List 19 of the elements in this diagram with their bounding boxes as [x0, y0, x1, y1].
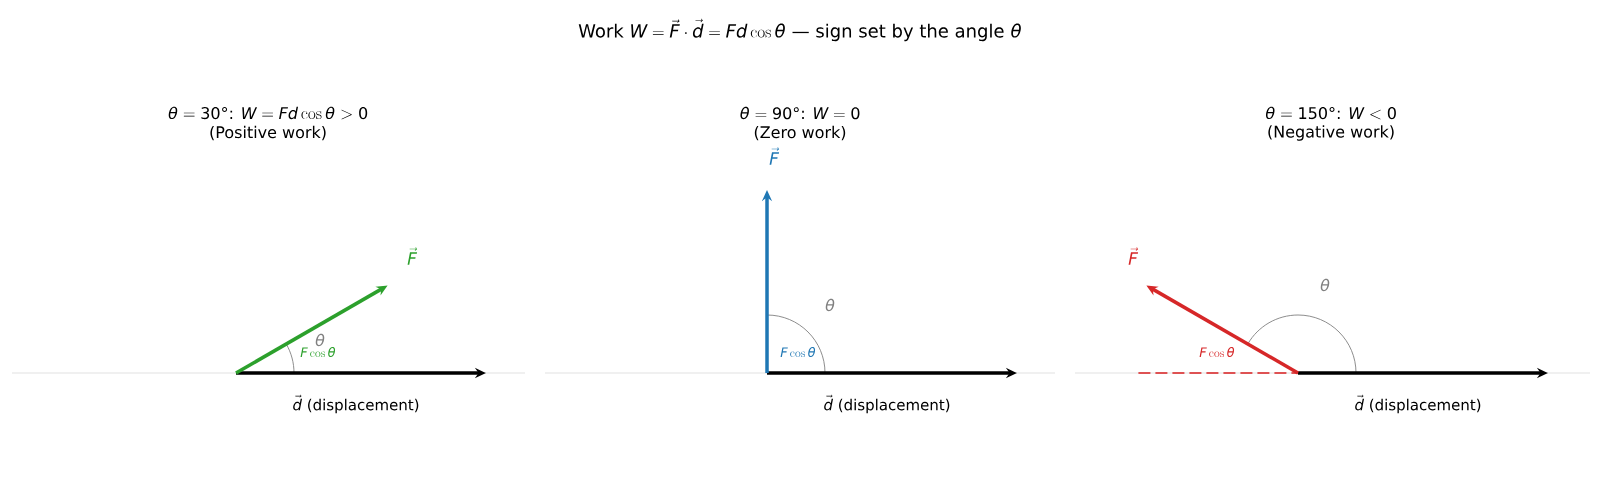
vector-label: $\vec{d}\mbox{ (displacement)}$ [824, 394, 950, 414]
component-label: $F\cos\theta$ [1199, 346, 1235, 358]
angle-label: $\theta$ [315, 333, 325, 347]
vector-label: $\vec{d}\mbox{ (displacement)}$ [293, 394, 419, 414]
component-label: $F\cos\theta$ [780, 346, 816, 358]
vector-label: $\vec{d}\mbox{ (displacement)}$ [1355, 394, 1481, 414]
angle-label: $\theta$ [825, 298, 835, 312]
panel-heading: (Zero work) [754, 125, 846, 141]
component-label: $F\cos\theta$ [300, 346, 336, 358]
panel-heading: $\theta = 30\mbox{°}\mbox{: }W = Fd\cos\theta > 0$ [168, 106, 368, 120]
panel-heading: (Negative work) [1268, 125, 1394, 141]
vector-label: $\vec{F}$ [1128, 247, 1139, 265]
vector-label: $\vec{F}$ [407, 247, 418, 265]
angle-label: $\theta$ [1320, 278, 1330, 292]
panel-heading: (Positive work) [210, 125, 326, 141]
panel-heading: $\theta = 90\mbox{°}\mbox{: }W = 0$ [740, 106, 860, 120]
panel-heading: $\theta = 150\mbox{°}\mbox{: }W < 0$ [1266, 106, 1396, 120]
vector-label: $\vec{F}$ [769, 147, 780, 165]
title: $\mbox{Work }W = \vec{F}\cdot\vec{d} = Fd\cos\theta\mbox{ — sign set by the angle }\theta$ [578, 18, 1021, 42]
